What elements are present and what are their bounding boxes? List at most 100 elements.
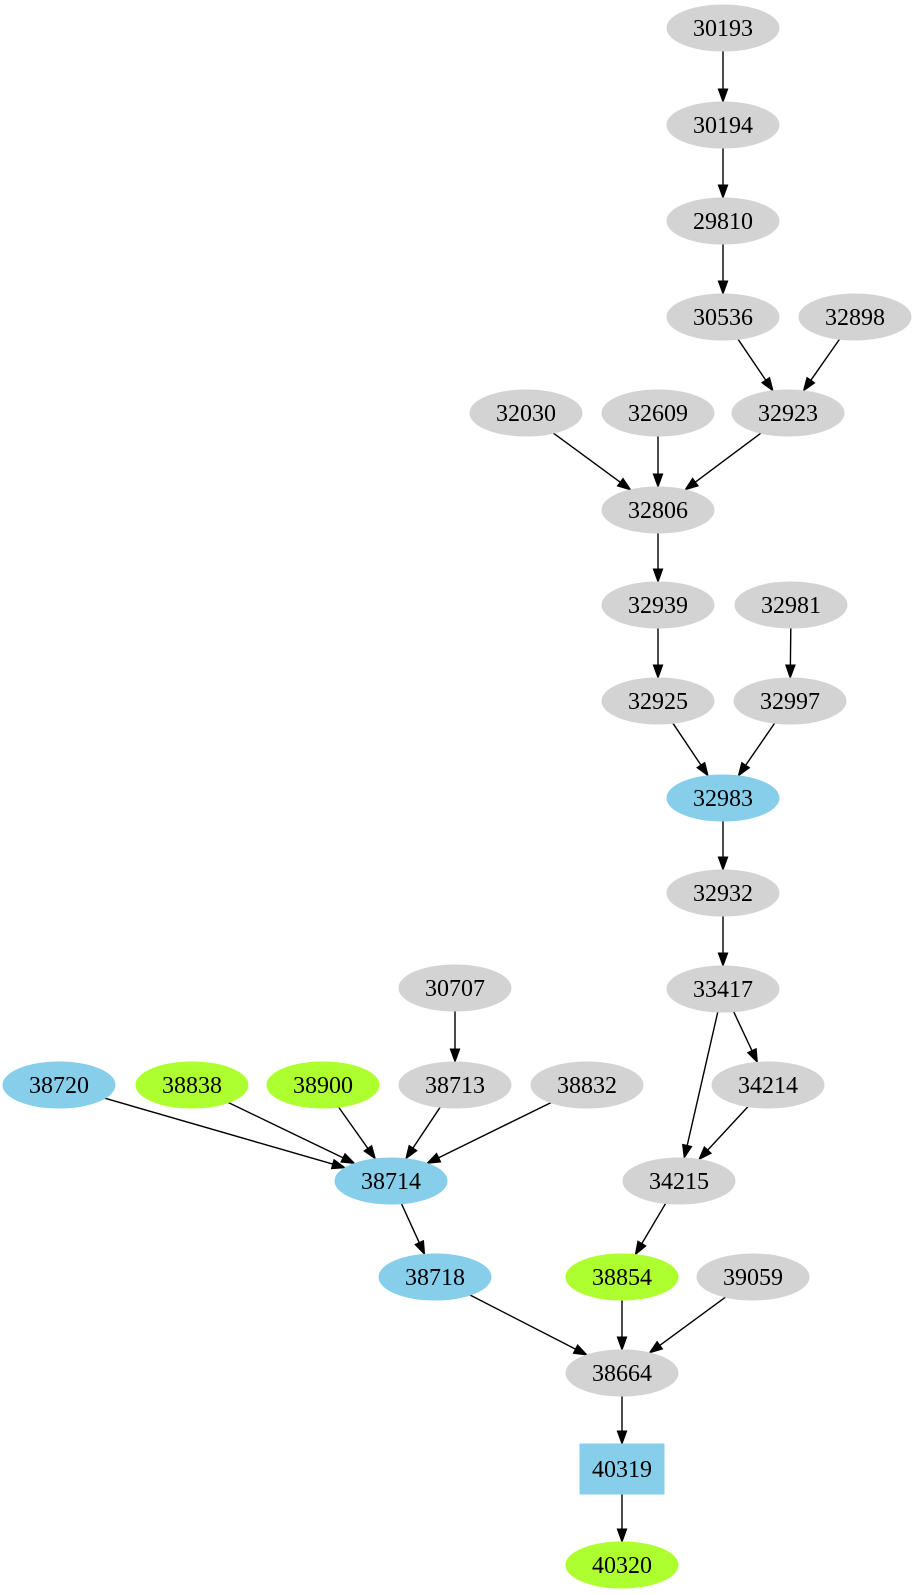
edge-33417-34214 (732, 1011, 759, 1064)
node-ellipse-shape (135, 1061, 249, 1109)
edge-29810-30536 (717, 244, 729, 296)
edge-30536-32923 (737, 338, 774, 393)
node-32030: 32030 (469, 389, 583, 437)
arrowhead-icon (330, 1158, 347, 1170)
arrowhead-icon (616, 477, 632, 491)
edge-38718-38664 (469, 1294, 589, 1356)
arrowhead-icon (449, 1048, 461, 1064)
arrowhead-icon (717, 88, 729, 104)
edges-layer (104, 51, 841, 1544)
node-32925: 32925 (601, 677, 715, 725)
node-ellipse-shape (666, 4, 780, 52)
edge-38900-38714 (338, 1106, 377, 1161)
edge-34215-38854 (634, 1202, 667, 1256)
arrowhead-icon (425, 1152, 442, 1165)
node-ellipse-shape (565, 1349, 679, 1397)
edge-line (412, 1106, 441, 1149)
node-32997: 32997 (733, 677, 847, 725)
arrowhead-icon (683, 477, 700, 491)
edge-38713-38714 (404, 1106, 441, 1161)
node-30707: 30707 (398, 964, 512, 1012)
node-ellipse-shape (733, 677, 847, 725)
edge-38720-38714 (104, 1097, 347, 1170)
arrowhead-icon (634, 1240, 647, 1256)
edge-32939-32925 (652, 628, 664, 680)
arrowhead-icon (616, 1336, 628, 1352)
arrowhead-icon (746, 1047, 759, 1064)
node-38718: 38718 (378, 1253, 492, 1301)
node-34214: 34214 (711, 1061, 825, 1109)
node-ellipse-shape (565, 1253, 679, 1301)
node-30536: 30536 (666, 293, 780, 341)
node-32923: 32923 (731, 389, 845, 437)
edge-line (659, 1296, 727, 1346)
arrowhead-icon (717, 184, 729, 200)
edge-line (104, 1097, 333, 1165)
edge-32609-32806 (652, 436, 664, 489)
edge-line (438, 1101, 552, 1159)
arrowhead-icon (760, 376, 774, 393)
edge-32925-32983 (672, 722, 709, 778)
node-ellipse-shape (734, 581, 848, 629)
arrowhead-icon (717, 280, 729, 296)
node-ellipse-shape (565, 1541, 679, 1589)
arrowhead-icon (652, 473, 664, 489)
node-38720: 38720 (2, 1061, 116, 1109)
edge-line (227, 1101, 344, 1159)
node-ellipse-shape (334, 1157, 448, 1205)
edge-line (672, 722, 702, 766)
node-32609: 32609 (601, 389, 715, 437)
node-ellipse-shape (696, 1253, 810, 1301)
edge-32898-32923 (802, 338, 841, 393)
edge-line (707, 1106, 749, 1151)
edge-line (469, 1294, 576, 1350)
edge-line (686, 1011, 719, 1146)
node-ellipse-shape (666, 965, 780, 1013)
edge-38838-38714 (227, 1101, 357, 1165)
node-ellipse-shape (798, 293, 912, 341)
edge-line (694, 432, 762, 483)
arrowhead-icon (652, 568, 664, 584)
node-40320: 40320 (565, 1541, 679, 1589)
node-ellipse-shape (731, 389, 845, 437)
edge-32983-32932 (717, 821, 729, 872)
arrowhead-icon (737, 761, 751, 778)
node-38854: 38854 (565, 1253, 679, 1301)
arrowhead-icon (340, 1152, 357, 1165)
edge-32997-32983 (737, 722, 776, 778)
node-ellipse-shape (666, 293, 780, 341)
node-box-shape (579, 1443, 665, 1495)
node-ellipse-shape (666, 869, 780, 917)
arrowhead-icon (784, 664, 796, 680)
node-32932: 32932 (666, 869, 780, 917)
edge-33417-34215 (682, 1011, 719, 1160)
edge-40319-40320 (616, 1494, 628, 1544)
node-29810: 29810 (666, 197, 780, 245)
node-38664: 38664 (565, 1349, 679, 1397)
node-38838: 38838 (135, 1061, 249, 1109)
node-ellipse-shape (601, 486, 715, 534)
edge-38832-38714 (425, 1101, 552, 1165)
edge-30194-29810 (717, 148, 729, 200)
node-38714: 38714 (334, 1157, 448, 1205)
node-ellipse-shape (666, 197, 780, 245)
arrowhead-icon (696, 761, 709, 778)
node-ellipse-shape (622, 1157, 736, 1205)
node-ellipse-shape (378, 1253, 492, 1301)
arrowhead-icon (616, 1430, 628, 1446)
edge-30707-38713 (449, 1011, 461, 1064)
edge-line (732, 1011, 753, 1051)
node-30193: 30193 (666, 4, 780, 52)
arrowhead-icon (363, 1144, 377, 1161)
node-ellipse-shape (601, 389, 715, 437)
node-ellipse-shape (666, 101, 780, 149)
arrowhead-icon (802, 376, 816, 393)
node-32981: 32981 (734, 581, 848, 629)
node-32806: 32806 (601, 486, 715, 534)
node-ellipse-shape (666, 774, 780, 822)
edge-line (810, 338, 841, 381)
edge-32981-32997 (784, 627, 796, 680)
node-ellipse-shape (530, 1061, 644, 1109)
